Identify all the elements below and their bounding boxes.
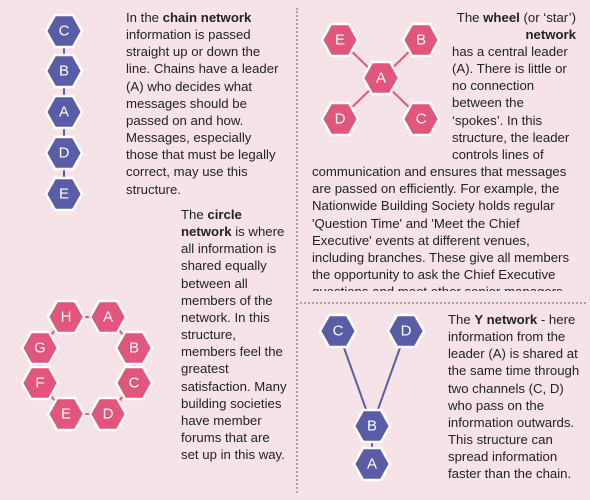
svg-text:E: E (59, 186, 69, 203)
circle-node-a: A (88, 299, 128, 335)
wheel-description-top: The wheel (or ‘star’) network (456, 10, 576, 43)
svg-text:B: B (129, 340, 139, 357)
circle-node-h: H (46, 299, 86, 335)
svg-text:B: B (367, 418, 377, 435)
chain-node-b: B (44, 53, 84, 89)
svg-text:E: E (61, 406, 71, 423)
y-node-a: A (352, 446, 392, 482)
wheel-node-e: E (320, 22, 360, 58)
circle-node-g: G (20, 330, 60, 366)
wheel-network-description: has a central leader (A). There is littl… (312, 44, 570, 291)
circle-node-f: F (20, 365, 60, 401)
svg-text:D: D (59, 145, 70, 162)
y-network-description: The Y network - here information from th… (448, 312, 580, 482)
y-node-c: C (318, 313, 358, 349)
circle-node-b: B (114, 330, 154, 366)
y-node-b: B (352, 408, 392, 444)
svg-text:A: A (59, 104, 69, 121)
svg-text:F: F (35, 375, 44, 392)
svg-text:C: C (129, 375, 140, 392)
wheel-node-c: C (401, 101, 441, 137)
circle-node-c: C (114, 365, 154, 401)
svg-text:C: C (416, 111, 427, 128)
svg-text:D: D (401, 323, 412, 340)
vertical-divider (296, 8, 298, 493)
chain-network-description: In the chain network information is pass… (126, 10, 279, 197)
svg-text:D: D (335, 111, 346, 128)
svg-text:G: G (34, 340, 46, 357)
svg-text:C: C (333, 323, 344, 340)
chain-node-a: A (44, 94, 84, 130)
horizontal-divider (300, 302, 586, 304)
chain-node-d: D (44, 135, 84, 171)
circle-network-description: The circle network is where all informat… (181, 207, 287, 463)
svg-text:A: A (103, 309, 113, 326)
svg-text:A: A (367, 456, 377, 473)
svg-text:D: D (103, 406, 114, 423)
svg-text:B: B (59, 63, 69, 80)
svg-text:A: A (376, 70, 386, 87)
circle-node-d: D (88, 396, 128, 432)
y-node-d: D (386, 313, 426, 349)
circle-node-e: E (46, 396, 86, 432)
chain-node-c: C (44, 13, 84, 49)
svg-text:H: H (61, 309, 72, 326)
chain-node-e: E (44, 176, 84, 212)
wheel-node-b: B (401, 22, 441, 58)
svg-text:B: B (416, 32, 426, 49)
svg-text:C: C (59, 23, 70, 40)
wheel-node-d: D (320, 101, 360, 137)
wheel-node-a: A (361, 60, 401, 96)
svg-text:E: E (335, 32, 345, 49)
